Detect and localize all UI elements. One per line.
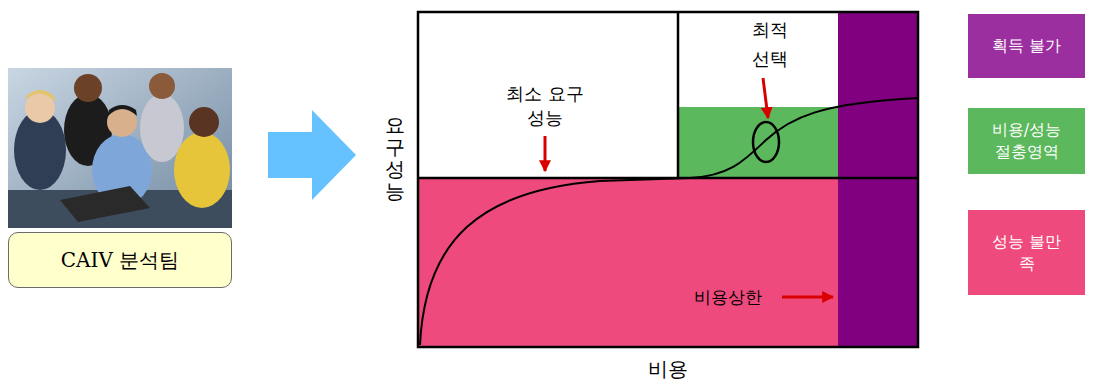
unsatisfied-region (418, 178, 838, 347)
leader-arrow (544, 136, 547, 171)
cost-performance-curve (420, 98, 918, 345)
team-photo (8, 68, 232, 228)
axis-label: 비용 (648, 356, 688, 383)
chart-frame (418, 12, 918, 347)
axis-label: 요구성능 (385, 114, 405, 202)
threshold-callout: 최소 요구성능 (504, 82, 587, 131)
photo-ground (8, 68, 232, 228)
person-head (25, 93, 55, 123)
divider-line (677, 12, 680, 178)
flow-arrow (268, 110, 356, 200)
leader-arrow (782, 296, 833, 299)
legend-text: 획득 불가 (992, 35, 1061, 57)
legend-text: 성능 불만족 (990, 231, 1064, 274)
cost-cap-callout: 비용상한 (694, 286, 762, 309)
hair (25, 90, 56, 102)
legend-swatch: 비용/성능 절충영역 (968, 108, 1085, 174)
optimum-marker (753, 122, 779, 162)
person-head (74, 74, 102, 102)
tradeoff-region (678, 107, 838, 178)
unaffordable-region (838, 12, 918, 347)
legend-swatch: 성능 불만족 (968, 210, 1085, 295)
person-head (189, 107, 219, 137)
optimum-callout: 최적 선택 (748, 16, 791, 74)
laptop (60, 186, 150, 222)
legend-swatch: 획득 불가 (968, 14, 1085, 78)
person (174, 132, 230, 208)
person (140, 94, 184, 162)
person-head (149, 73, 175, 99)
hair (108, 105, 137, 116)
box-text: CAIV 분석팀 (61, 247, 179, 274)
legend-text: 비용/성능 절충영역 (990, 119, 1064, 162)
team-label-box: CAIV 분석팀 (8, 232, 232, 288)
leader-arrow (763, 78, 768, 118)
